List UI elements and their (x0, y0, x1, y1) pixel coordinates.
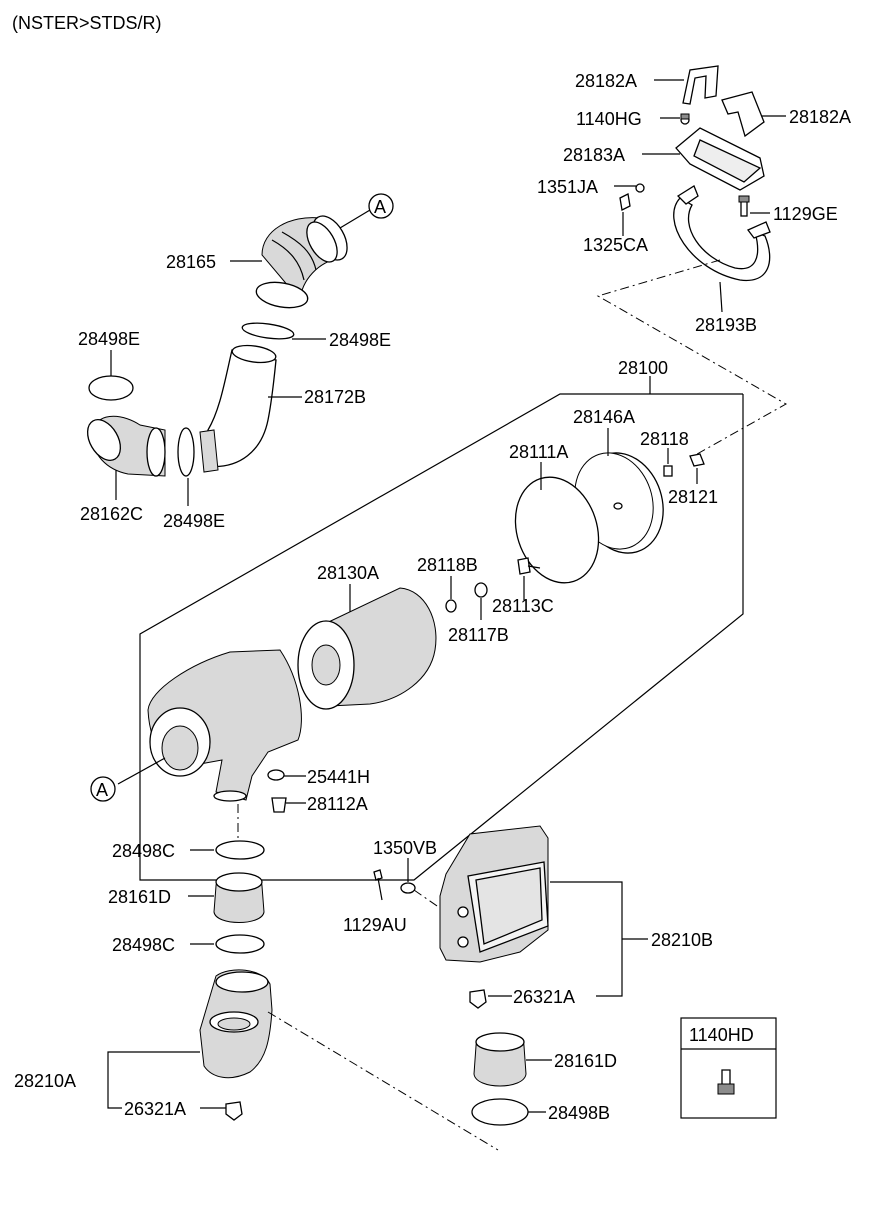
filter-28130A (297, 587, 437, 710)
nut-28113C (517, 557, 531, 575)
label-28161D-left: 28161D (108, 887, 171, 907)
hose-28165 (255, 215, 348, 309)
clamp-28498C-lower (215, 934, 265, 954)
label-1351JA: 1351JA (537, 177, 598, 197)
label-1129AU: 1129AU (343, 915, 407, 935)
label-28182A-right: 28182A (789, 107, 851, 127)
label-1350VB: 1350VB (373, 838, 437, 858)
clamp-28498E-left (88, 375, 134, 401)
variant-header: (NSTER>STDS/R) (12, 13, 162, 33)
gasket-28111A (514, 476, 600, 584)
callout-a-bottom-circle (90, 776, 116, 802)
label-28498C-upper: 28498C (112, 841, 175, 861)
label-25441H: 25441H (307, 767, 370, 787)
part-28121 (689, 453, 705, 467)
label-28210B: 28210B (651, 930, 713, 950)
callout-a-top-circle (368, 193, 394, 219)
frame-28100 (139, 393, 744, 881)
hose-28162C (86, 415, 166, 477)
nut-28118 (663, 465, 673, 477)
bolt-1129AU (373, 869, 383, 881)
label-28100: 28100 (618, 358, 668, 378)
bracket-leaders (596, 79, 788, 459)
washer-28118B (445, 599, 457, 613)
label-28182A-top: 28182A (575, 71, 637, 91)
label-28498E-lower: 28498E (163, 511, 225, 531)
clamp-28498B (471, 1098, 529, 1126)
label-28117B: 28117B (448, 625, 509, 645)
hose-28172B (199, 344, 277, 473)
bracket-assembly (619, 65, 771, 281)
inset-1140HD (680, 1017, 777, 1119)
leader-a-top (339, 209, 371, 229)
label-1325CA: 1325CA (583, 235, 648, 255)
label-28193B: 28193B (695, 315, 757, 335)
label-28161D-right: 28161D (554, 1051, 617, 1071)
label-28183A: 28183A (563, 145, 625, 165)
label-1140HG: 1140HG (576, 109, 642, 129)
bellows-28161D-right (473, 1032, 527, 1087)
plug-26321A-right (469, 989, 487, 1009)
label-28121: 28121 (668, 487, 718, 507)
plug-26321A-left (225, 1101, 243, 1121)
washer-28117B (474, 582, 488, 598)
bellows-28161D-left (213, 872, 265, 923)
label-28165: 28165 (166, 252, 216, 272)
label-28210A: 28210A (14, 1071, 76, 1091)
washer-1350VB (400, 882, 416, 894)
label-26321A-right: 26321A (513, 987, 575, 1007)
housing-body (147, 649, 302, 802)
label-28146A: 28146A (573, 407, 635, 427)
label-1129GE: 1129GE (773, 204, 838, 224)
label-28162C: 28162C (80, 504, 143, 524)
valve-28112A (271, 797, 287, 813)
clamp-28498E-lower (177, 427, 195, 477)
label-28118B: 28118B (417, 555, 478, 575)
label-28498E-left: 28498E (78, 329, 140, 349)
label-28498E-upper: 28498E (329, 330, 391, 350)
label-28113C: 28113C (492, 596, 554, 616)
label-28172B: 28172B (304, 387, 366, 407)
inset-title: 1140HD (689, 1025, 754, 1045)
box-28210B (439, 825, 549, 963)
label-28111A: 28111A (509, 442, 568, 462)
callout-a-bottom: A (96, 780, 108, 800)
clamp-28498E-upper (241, 322, 295, 340)
clamp-28498C-upper (215, 840, 265, 860)
callout-a-top: A (374, 197, 386, 217)
clip-25441H (267, 769, 285, 781)
label-28118: 28118 (640, 429, 689, 449)
label-28112A: 28112A (307, 794, 368, 814)
label-26321A-left: 26321A (124, 1099, 186, 1119)
label-28498B: 28498B (548, 1103, 610, 1123)
pipe-28210A (199, 969, 273, 1079)
label-28498C-lower: 28498C (112, 935, 175, 955)
label-28130A: 28130A (317, 563, 379, 583)
